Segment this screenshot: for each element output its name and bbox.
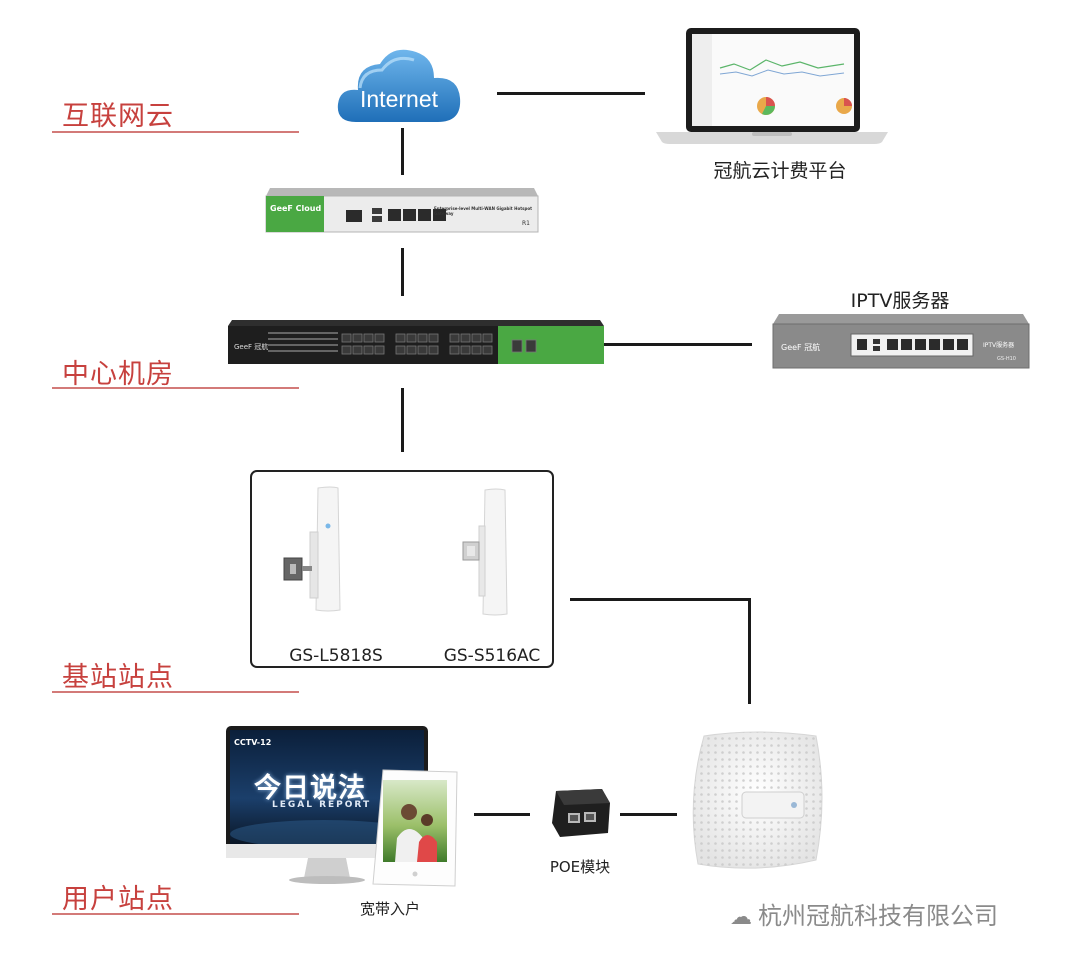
cloud-icon bbox=[337, 49, 461, 122]
switch-icon bbox=[228, 320, 604, 364]
tv-channel-logo: CCTV-12 bbox=[234, 738, 272, 747]
iptv-server: GeeF 冠航 IPTV服务器 GS-H10 bbox=[771, 312, 1031, 370]
layer-label-user-station: 用户站点 bbox=[62, 884, 174, 915]
link-user-poe bbox=[474, 813, 530, 816]
tv-program-title: 今日说法 bbox=[254, 773, 366, 804]
link-cloud-platform bbox=[497, 92, 645, 95]
link-switch-basestation bbox=[401, 388, 404, 452]
layer-divider bbox=[52, 691, 299, 693]
link-gateway-switch bbox=[401, 248, 404, 296]
broadband-caption: 宽带入户 bbox=[359, 900, 420, 918]
internet-cloud: Internet bbox=[334, 40, 464, 128]
iptv-brand: GeeF 冠航 bbox=[781, 343, 821, 352]
outdoor-cpe-dish bbox=[684, 728, 828, 878]
tv-program-subtitle: LEGAL REPORT bbox=[272, 800, 372, 810]
link-basestation-cpe-v bbox=[748, 598, 751, 704]
iptv-caption: IPTV服务器 bbox=[850, 290, 950, 312]
tablet-icon bbox=[372, 769, 458, 887]
base-station-device-2-label: GS-S516AC bbox=[443, 646, 541, 666]
link-cloud-gateway bbox=[401, 128, 404, 175]
base-station-device-2 bbox=[455, 486, 515, 618]
layer-label-internet-cloud: 互联网云 bbox=[62, 101, 174, 132]
outdoor-cpe-icon bbox=[283, 486, 341, 612]
company-name: 杭州冠航科技有限公司 bbox=[758, 902, 998, 930]
gateway-code: R1 bbox=[522, 220, 530, 227]
base-station-device-1-label: GS-L5818S bbox=[289, 646, 383, 666]
poe-module bbox=[546, 785, 616, 843]
server-icon bbox=[772, 314, 1030, 369]
poe-caption: POE模块 bbox=[549, 858, 611, 876]
link-poe-cpe bbox=[620, 813, 677, 816]
hotspot-gateway: GeeF Cloud Enterprise-level Multi-WAN Gi… bbox=[264, 186, 540, 234]
laptop-icon bbox=[656, 28, 888, 144]
wechat-icon: ☁ bbox=[730, 905, 752, 930]
core-switch: GeeF 冠航 bbox=[226, 318, 606, 366]
user-tablet bbox=[369, 768, 461, 888]
iptv-code: GS-H10 bbox=[997, 356, 1016, 362]
iptv-panel-text: IPTV服务器 bbox=[983, 342, 1015, 349]
gateway-brand: GeeF Cloud bbox=[270, 204, 322, 213]
company-watermark: ☁杭州冠航科技有限公司 bbox=[730, 896, 998, 931]
layer-divider bbox=[52, 913, 299, 915]
layer-label-base-station: 基站站点 bbox=[62, 662, 174, 693]
billing-platform-laptop bbox=[654, 26, 890, 146]
layer-label-central-room: 中心机房 bbox=[62, 359, 174, 390]
link-basestation-cpe-h bbox=[570, 598, 751, 601]
outdoor-cpe-icon bbox=[462, 488, 508, 616]
poe-adapter-icon bbox=[552, 789, 610, 837]
switch-brand: GeeF 冠航 bbox=[234, 343, 269, 351]
layer-divider bbox=[52, 387, 299, 389]
gateway-model-text: Enterprise-level Multi-WAN Gigabit Hotsp… bbox=[434, 206, 533, 216]
cloud-label: Internet bbox=[360, 86, 438, 112]
gateway-icon bbox=[265, 188, 539, 233]
dish-antenna-icon bbox=[692, 731, 823, 869]
link-switch-iptv bbox=[604, 343, 752, 346]
billing-platform-caption: 冠航云计费平台 bbox=[713, 160, 847, 182]
layer-divider bbox=[52, 131, 299, 133]
base-station-device-1 bbox=[280, 484, 360, 614]
